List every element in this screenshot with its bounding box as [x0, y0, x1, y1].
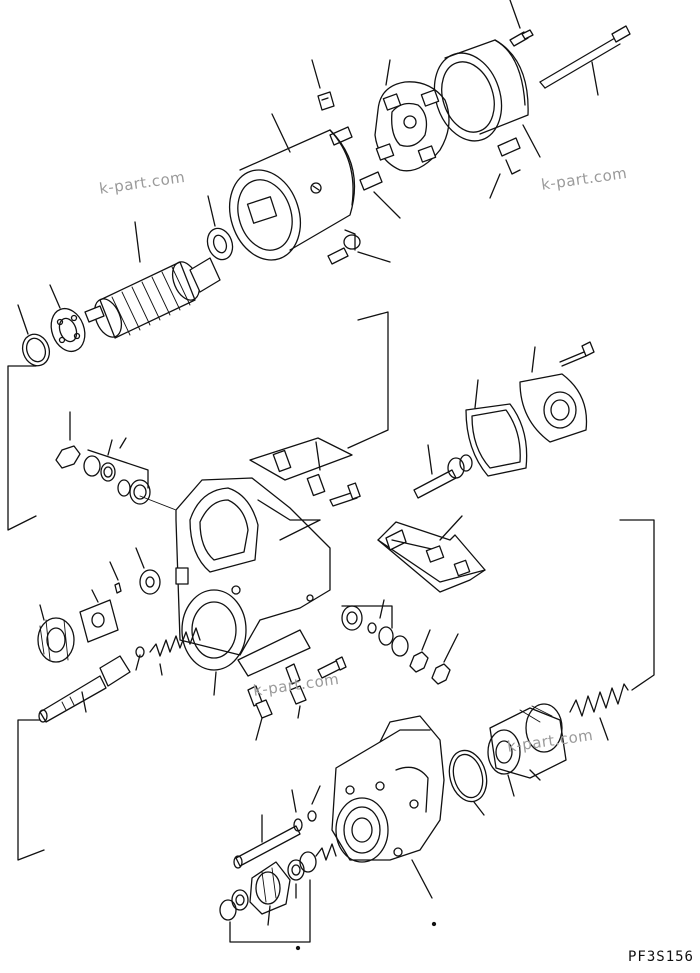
bolt-washers — [291, 785, 321, 832]
contact-bolt-assembly — [377, 515, 486, 583]
drive-spring — [569, 683, 629, 741]
magnetic-switch-housing — [139, 477, 331, 696]
armature-front-bearing — [49, 284, 86, 353]
drive-end-housing — [331, 715, 445, 899]
group-plate — [249, 437, 353, 481]
through-bolt — [539, 25, 631, 96]
terminal-grommet — [489, 137, 521, 199]
pinion-gear — [37, 604, 75, 663]
return-spring — [135, 627, 201, 676]
overrunning-clutch — [487, 703, 567, 797]
idler-gear-set — [219, 843, 437, 951]
group-bracket-left-upper — [7, 365, 37, 531]
contact-washers-set — [341, 599, 459, 685]
lead-wire-terminal — [327, 229, 391, 265]
group-bracket-right-lower — [619, 519, 655, 691]
magnetic-switch-gasket — [465, 379, 528, 477]
drawing-code: PF3S156 — [627, 949, 694, 965]
terminal-nut-set — [55, 411, 151, 505]
armature — [84, 221, 221, 339]
pinion-shaft — [38, 655, 131, 723]
plunger-contact-plates — [272, 441, 361, 507]
housing-bolt — [233, 814, 301, 869]
group-bracket-left-lower — [17, 719, 45, 861]
bolt-top — [509, 0, 534, 47]
cover-bolt — [559, 341, 595, 367]
spring-clip — [311, 59, 335, 111]
plunger — [413, 444, 473, 499]
magnetic-switch-cover — [519, 346, 588, 443]
clutch-sleeve — [79, 589, 119, 643]
terminal-bolts — [237, 629, 311, 741]
pinion-washers — [109, 547, 161, 595]
group-bracket-right — [377, 539, 486, 593]
o-ring — [448, 749, 488, 816]
rear-end-cover — [433, 39, 541, 158]
yoke-field-frame — [229, 113, 401, 261]
washer-left — [17, 304, 51, 367]
group-bracket-center — [347, 311, 389, 449]
insulator-plate — [329, 126, 383, 191]
small-screw — [317, 656, 347, 679]
brush-holder — [374, 59, 450, 172]
armature-rear-bearing — [206, 195, 234, 261]
